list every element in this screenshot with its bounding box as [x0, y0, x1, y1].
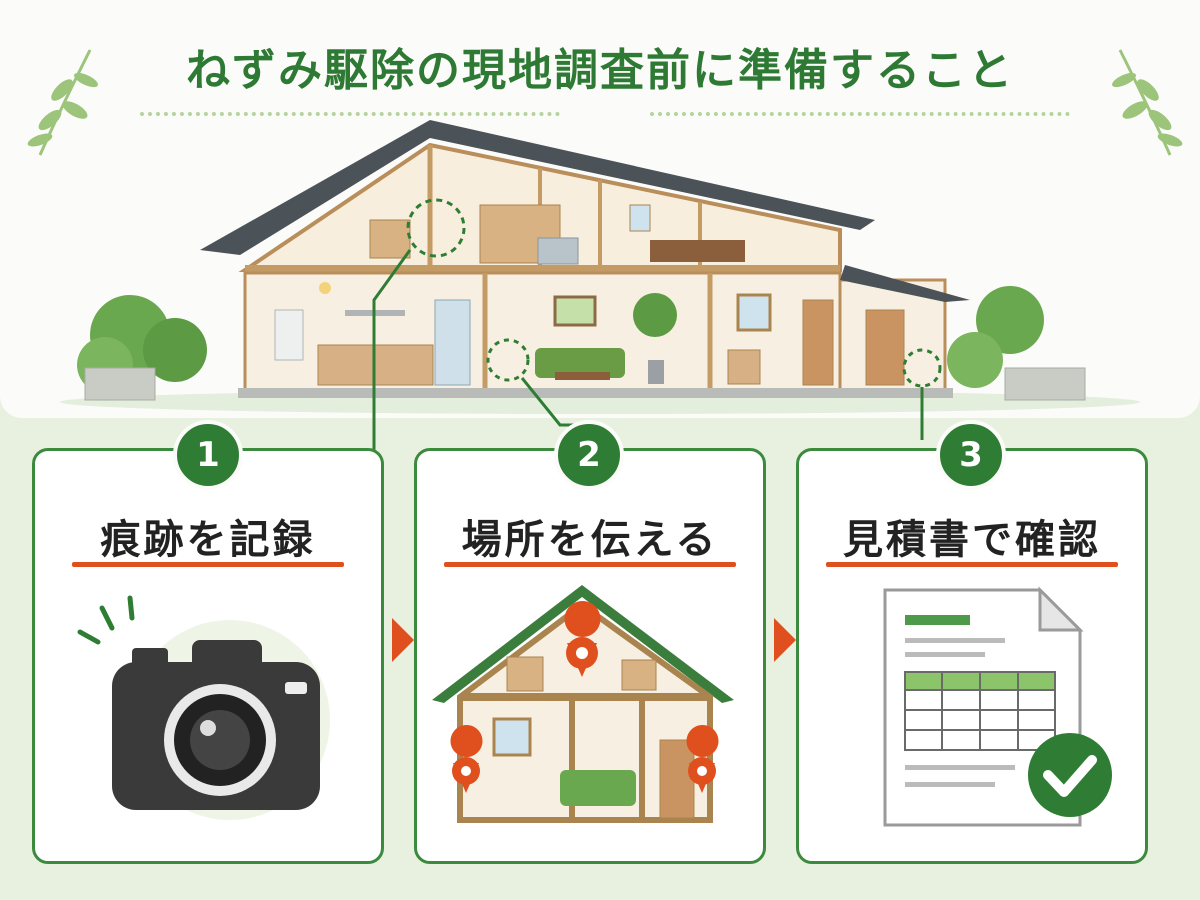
arrow-right-icon-1: [392, 618, 414, 662]
house-pin-icon: [432, 585, 734, 823]
step-title-2: 場所を伝える: [461, 517, 719, 563]
step-underline-2: [444, 562, 736, 567]
step-badge-2: 2: [554, 420, 624, 490]
step-title-3: 見積書で確認: [843, 517, 1101, 563]
title-divider-right: [650, 112, 1070, 120]
page-title: ねずみ駆除の現地調査前に準備すること: [186, 45, 1014, 96]
house-illustration: [60, 120, 1140, 455]
step-badge-1: 1: [173, 420, 243, 490]
step-title-1: 痕跡を記録: [100, 517, 316, 563]
estimate-check-icon: [883, 586, 1112, 827]
step-badge-3: 3: [936, 420, 1006, 490]
arrow-right-icon-2: [774, 618, 796, 662]
step-underline-3: [826, 562, 1118, 567]
leaf-icon-right: [1112, 49, 1183, 156]
title-divider-left: [140, 112, 560, 120]
step-underline-1: [72, 562, 344, 567]
leaf-icon-left: [27, 49, 98, 156]
camera-icon: [77, 595, 330, 820]
